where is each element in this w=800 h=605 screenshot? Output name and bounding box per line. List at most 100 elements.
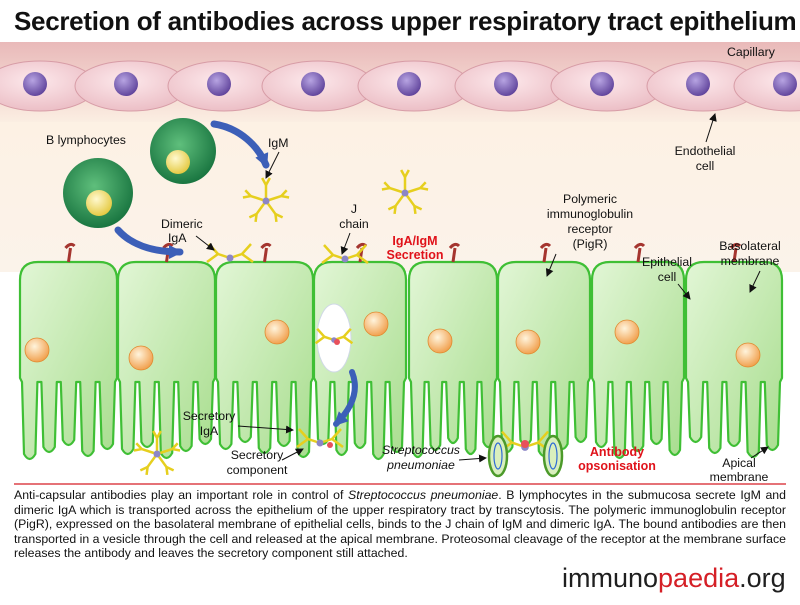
epithelial-cell: [18, 242, 119, 461]
label-endothelial-line-1: Endothelial: [675, 144, 736, 158]
leader-arrow: [705, 113, 717, 143]
endothelial-layer: [0, 60, 800, 112]
endothelial-cell: [550, 60, 664, 112]
pigr-receptor: [64, 242, 76, 263]
leader-arrow: [545, 253, 557, 277]
endothelial-cell: [454, 60, 568, 112]
nucleus: [427, 328, 453, 354]
pigr-receptor: [633, 242, 646, 263]
leader-arrow: [265, 151, 280, 179]
leader-arrow: [458, 454, 487, 463]
label-secretory-component-line-1: Secretory: [231, 448, 284, 462]
caption-italic: Streptococcus pneumoniae: [348, 488, 499, 502]
label-strep-line-2: pneumoniae: [386, 458, 455, 472]
secretory-component: [334, 339, 340, 345]
endothelial-cell: [733, 60, 800, 112]
nucleus: [23, 72, 47, 96]
pigr-receptor: [729, 242, 742, 263]
j-chain: [341, 255, 349, 263]
label-opsonisation-line-1: Antibody: [590, 445, 644, 459]
j-chain: [401, 189, 409, 197]
label-j-chain-line-2: chain: [339, 217, 369, 231]
epithelial-cell: [116, 242, 217, 460]
label-pigr-line-3: receptor: [567, 222, 612, 236]
j-chain: [316, 439, 324, 447]
leader-arrow: [749, 270, 761, 293]
j-chain: [226, 254, 234, 262]
nucleus: [264, 319, 290, 345]
endothelial-cell: [0, 60, 97, 112]
b-lymphocyte: [63, 158, 133, 228]
pigr-receptor: [539, 242, 552, 263]
b-lymphocyte: [150, 118, 216, 184]
secretory-iga: [296, 428, 344, 449]
label-dimeric-line-1: Dimeric: [161, 217, 203, 231]
nucleus: [363, 311, 389, 337]
epithelial-cell: [496, 242, 592, 458]
caption-text: Anti-capsular antibodies play an importa…: [14, 488, 349, 502]
label-secretion-line-1: IgA/IgM: [392, 234, 437, 248]
igm-antibody: [242, 177, 290, 223]
j-chain: [153, 450, 161, 458]
label-epithelial-line-2: cell: [658, 270, 676, 284]
immunopaedia-logo: immunopaedia.org: [562, 563, 786, 594]
nucleus: [207, 72, 231, 96]
leader-arrow: [281, 448, 304, 461]
endothelial-cell: [357, 60, 471, 112]
label-secretory-iga-line-1: Secretory: [183, 409, 236, 423]
leader-arrow: [750, 446, 769, 459]
caption-text: . B lymphocytes in the submucosa secrete…: [14, 488, 786, 561]
nucleus: [24, 337, 50, 363]
page-title: Secretion of antibodies across upper res…: [14, 6, 797, 36]
pigr-receptor: [448, 242, 461, 263]
pigr-receptor: [260, 242, 272, 263]
transcytosis-arrow: [333, 369, 358, 427]
logo-part: paedia: [658, 563, 740, 593]
label-basolateral-line-1: Basolateral: [719, 239, 781, 253]
endothelial-cell: [167, 60, 281, 112]
label-j-chain-line-1: J: [351, 202, 357, 216]
nucleus: [614, 319, 640, 345]
label-b-lymphocytes: B lymphocytes: [46, 133, 126, 147]
label-endothelial-line-2: cell: [696, 159, 714, 173]
label-basolateral-line-2: membrane: [721, 254, 780, 268]
endothelial-cell: [646, 60, 760, 112]
secretion-arrow: [114, 226, 184, 259]
antibody-layer: [133, 169, 552, 476]
leader-arrow: [237, 425, 294, 434]
submucosa-region: [0, 122, 800, 272]
label-secretory-iga-line-2: IgA: [200, 424, 219, 438]
label-pigr-line-4: (PigR): [573, 237, 608, 251]
label-strep-line-1: Streptococcus: [382, 443, 460, 457]
epithelial-cell: [590, 242, 686, 460]
label-pigr-line-2: immunoglobulin: [547, 207, 633, 221]
leader-arrow: [340, 232, 351, 255]
leader-arrow: [677, 283, 691, 300]
epithelial-cell: [407, 242, 499, 459]
labels: Capillary Endothelial cell B lymphocytes…: [46, 45, 781, 484]
iga-antibody: [321, 244, 369, 265]
nucleus: [735, 342, 761, 368]
nucleus: [686, 72, 710, 96]
secretion-arrow: [210, 120, 270, 169]
nucleus: [128, 345, 154, 371]
epithelial-cell: [684, 242, 784, 459]
nucleus: [114, 72, 138, 96]
epithelial-layer: [18, 242, 784, 461]
nucleus: [301, 72, 325, 96]
label-opsonisation-line-2: opsonisation: [578, 459, 656, 473]
label-capillary: Capillary: [727, 45, 776, 59]
nucleus: [494, 72, 518, 96]
nucleus: [515, 329, 541, 355]
nucleus: [397, 72, 421, 96]
nucleus: [590, 72, 614, 96]
epithelial-cell: [214, 242, 315, 459]
label-dimeric-line-2: IgA: [168, 231, 187, 245]
igm-antibody: [381, 169, 429, 215]
caption: Anti-capsular antibodies play an importa…: [14, 488, 786, 561]
logo-part: .org: [739, 563, 786, 593]
label-epithelial-line-1: Epithelial: [642, 255, 692, 269]
label-apical-line-1: Apical: [722, 456, 756, 470]
label-apical-line-2: membrane: [710, 470, 769, 484]
